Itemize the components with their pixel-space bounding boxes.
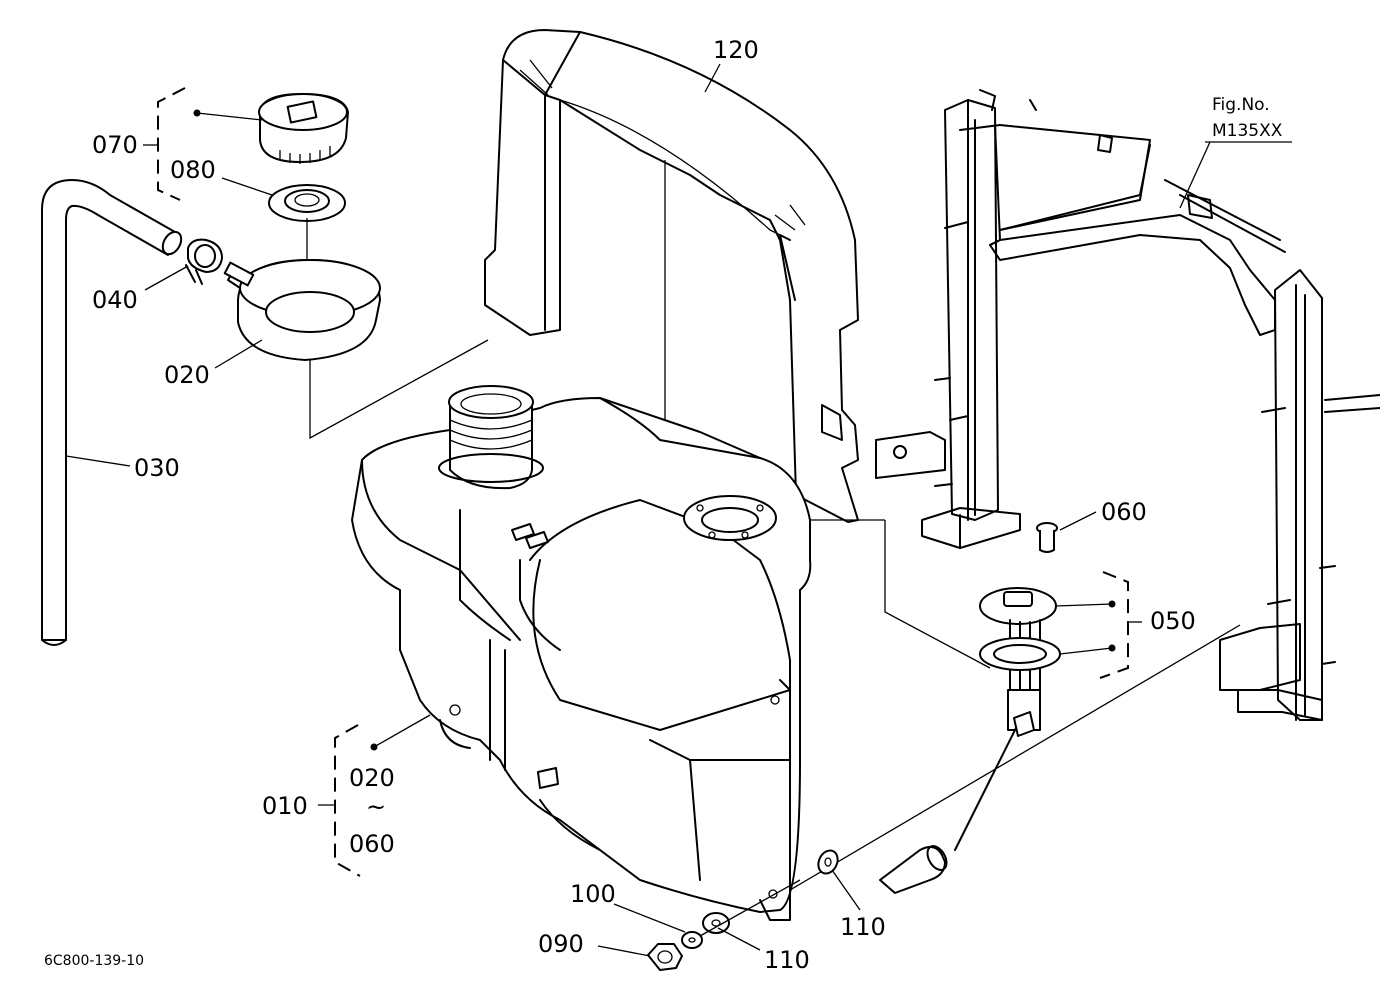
- leader-030: [65, 455, 131, 467]
- bracket-050: [1099, 571, 1129, 679]
- leader-110: [831, 869, 861, 911]
- callout-060: 060: [1101, 498, 1147, 526]
- part-090-nut: [647, 943, 683, 971]
- callout-range-tilde: ~: [366, 793, 386, 821]
- callout-050: 050: [1150, 607, 1196, 635]
- callout-120: 120: [713, 36, 759, 64]
- leader-080: [221, 177, 273, 196]
- leader-line: [699, 879, 801, 937]
- drawing-code: 6C800-139-10: [44, 953, 144, 969]
- part-060-screw: [1036, 522, 1058, 553]
- part-100-washer: [681, 931, 703, 949]
- part-040-clamp: [185, 238, 223, 285]
- callout-080: 080: [170, 156, 216, 184]
- leader-040: [144, 265, 189, 291]
- leader-070: [196, 112, 263, 121]
- part-080-strainer: [268, 184, 346, 222]
- part-010-fuel-tank: [351, 385, 812, 921]
- bracket-070-080: [157, 87, 186, 201]
- leader-line: [1179, 141, 1211, 209]
- callout-010: 010: [262, 792, 308, 820]
- callout-020: 020: [164, 361, 210, 389]
- callout-020-range-start: 020: [349, 764, 395, 792]
- part-110-washer-left: [702, 912, 730, 934]
- part-030-hose: [41, 179, 183, 646]
- bracket-010: [334, 724, 361, 877]
- leader-line: [789, 624, 1241, 891]
- callout-100: 100: [570, 880, 616, 908]
- leader-090: [597, 945, 651, 957]
- leader-050: [1055, 603, 1113, 607]
- leader-120: [704, 63, 721, 93]
- callout-090: 090: [538, 930, 584, 958]
- callout-070: 070: [92, 131, 138, 159]
- part-110-washer-right: [817, 849, 839, 875]
- leader-110: [717, 927, 761, 951]
- callout-060-range-end: 060: [349, 830, 395, 858]
- callout-030: 030: [134, 454, 180, 482]
- frame-structure: [875, 89, 1380, 721]
- leader-010: [373, 714, 431, 748]
- leader-100: [613, 903, 686, 933]
- leader-060: [1059, 511, 1097, 531]
- figure-ref-number: M135XX: [1212, 121, 1283, 141]
- part-020-filler-base: [223, 259, 381, 361]
- callout-110: 110: [840, 913, 886, 941]
- callout-110: 110: [764, 946, 810, 974]
- leader-line: [309, 339, 489, 440]
- part-120-guard: [484, 29, 859, 523]
- part-050-fuel-sender: [879, 587, 1061, 894]
- figure-ref-label: Fig.No.: [1212, 95, 1270, 115]
- leader-020: [214, 339, 263, 369]
- callout-040: 040: [92, 286, 138, 314]
- leader-line: [884, 520, 991, 669]
- part-070-fuel-cap: [258, 93, 349, 164]
- leader-050: [1059, 647, 1113, 655]
